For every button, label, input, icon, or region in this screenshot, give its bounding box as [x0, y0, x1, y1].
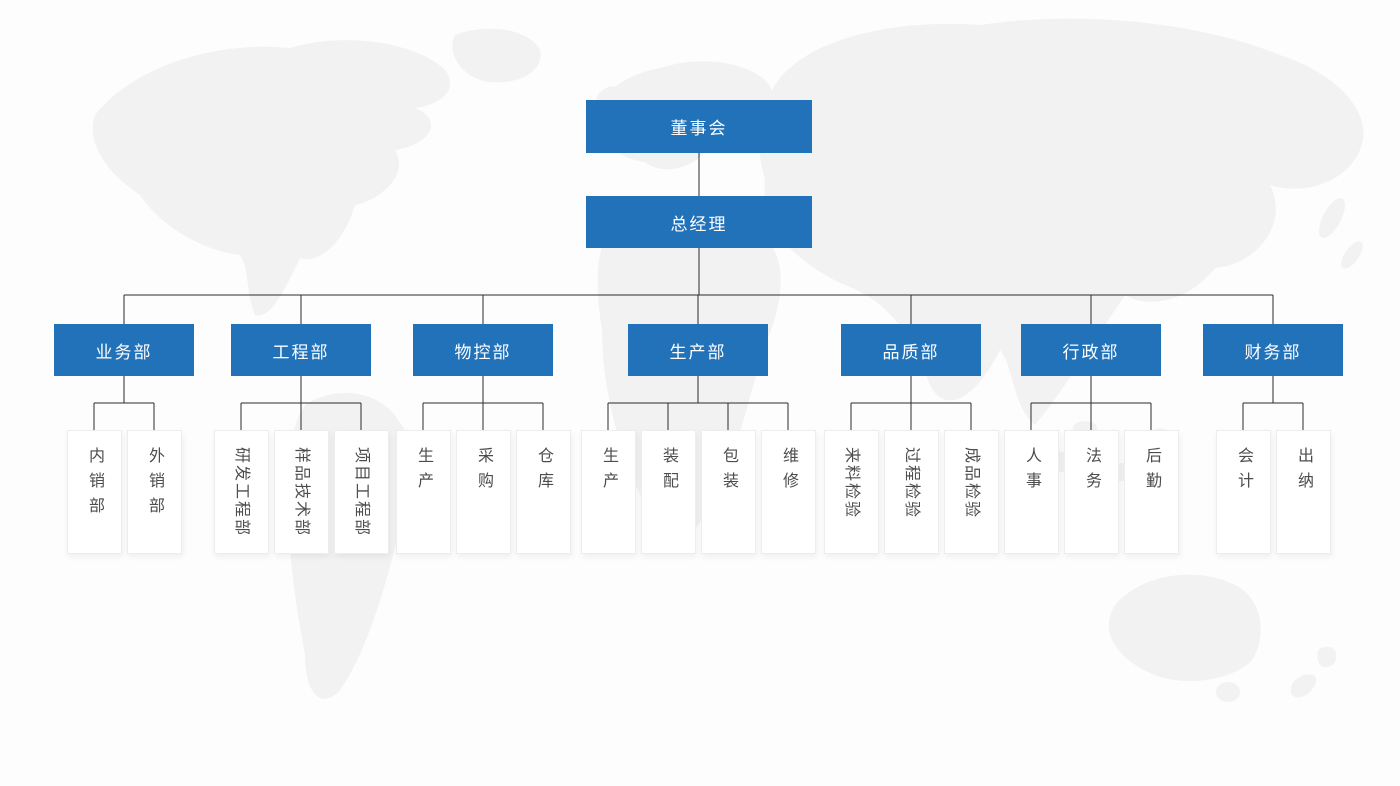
org-department-node: 品质部 [841, 324, 981, 376]
org-node-board: 董事会 [586, 100, 812, 153]
leaf-label: 法务 [1083, 447, 1100, 497]
org-leaf-node: 过程检验 [883, 430, 939, 554]
department-label: 财务部 [1244, 342, 1302, 362]
leaf-label: 成品检验 [963, 447, 980, 520]
leaf-label: 来料检验 [843, 447, 860, 520]
org-leaf-node: 包装 [700, 430, 756, 554]
department-label: 行政部 [1062, 342, 1120, 362]
org-leaf-node: 后勤 [1123, 430, 1179, 554]
leaf-label: 样品技术部 [293, 447, 310, 538]
org-leaf-node: 人事 [1003, 430, 1059, 554]
org-department-node: 生产部 [628, 324, 768, 376]
leaf-label: 出纳 [1295, 447, 1312, 497]
org-leaf-node: 样品技术部 [273, 430, 329, 554]
leaf-label: 仓库 [535, 447, 552, 497]
department-label: 物控部 [454, 342, 512, 362]
org-department-node: 物控部 [413, 324, 553, 376]
org-leaf-node: 来料检验 [823, 430, 879, 554]
general-manager-label: 总经理 [670, 214, 728, 234]
org-leaf-node: 成品检验 [943, 430, 999, 554]
org-leaf-node: 采购 [455, 430, 511, 554]
leaf-label: 内销部 [86, 447, 103, 522]
leaf-label: 过程检验 [903, 447, 920, 520]
leaf-label: 后勤 [1143, 447, 1160, 497]
leaf-label: 采购 [475, 447, 492, 497]
org-leaf-node: 项目工程部 [333, 430, 389, 554]
leaf-label: 生产 [415, 447, 432, 497]
org-leaf-node: 维修 [760, 430, 816, 554]
org-leaf-node: 内销部 [66, 430, 122, 554]
leaf-label: 包装 [720, 447, 737, 497]
department-label: 生产部 [669, 342, 727, 362]
board-label: 董事会 [670, 119, 728, 138]
org-department-node: 工程部 [231, 324, 371, 376]
department-label: 工程部 [272, 342, 330, 362]
leaf-label: 会计 [1235, 447, 1252, 497]
leaf-label: 维修 [780, 447, 797, 497]
org-leaf-node: 出纳 [1275, 430, 1331, 554]
org-department-node: 行政部 [1021, 324, 1161, 376]
org-leaf-node: 外销部 [126, 430, 182, 554]
leaf-label: 外销部 [146, 447, 163, 522]
org-leaf-node: 会计 [1215, 430, 1271, 554]
leaf-label: 研发工程部 [233, 447, 250, 538]
leaf-label: 装配 [660, 447, 677, 497]
org-leaf-node: 生产 [580, 430, 636, 554]
org-leaf-node: 法务 [1063, 430, 1119, 554]
leaf-label: 项目工程部 [353, 447, 370, 538]
org-leaf-node: 装配 [640, 430, 696, 554]
department-label: 品质部 [882, 342, 940, 362]
org-leaf-node: 生产 [395, 430, 451, 554]
org-leaf-node: 研发工程部 [213, 430, 269, 554]
department-label: 业务部 [95, 342, 153, 362]
org-department-node: 财务部 [1203, 324, 1343, 376]
leaf-label: 人事 [1023, 447, 1040, 497]
leaf-label: 生产 [600, 447, 617, 497]
org-leaf-node: 仓库 [515, 430, 571, 554]
org-department-node: 业务部 [54, 324, 194, 376]
org-node-general-manager: 总经理 [586, 196, 812, 248]
